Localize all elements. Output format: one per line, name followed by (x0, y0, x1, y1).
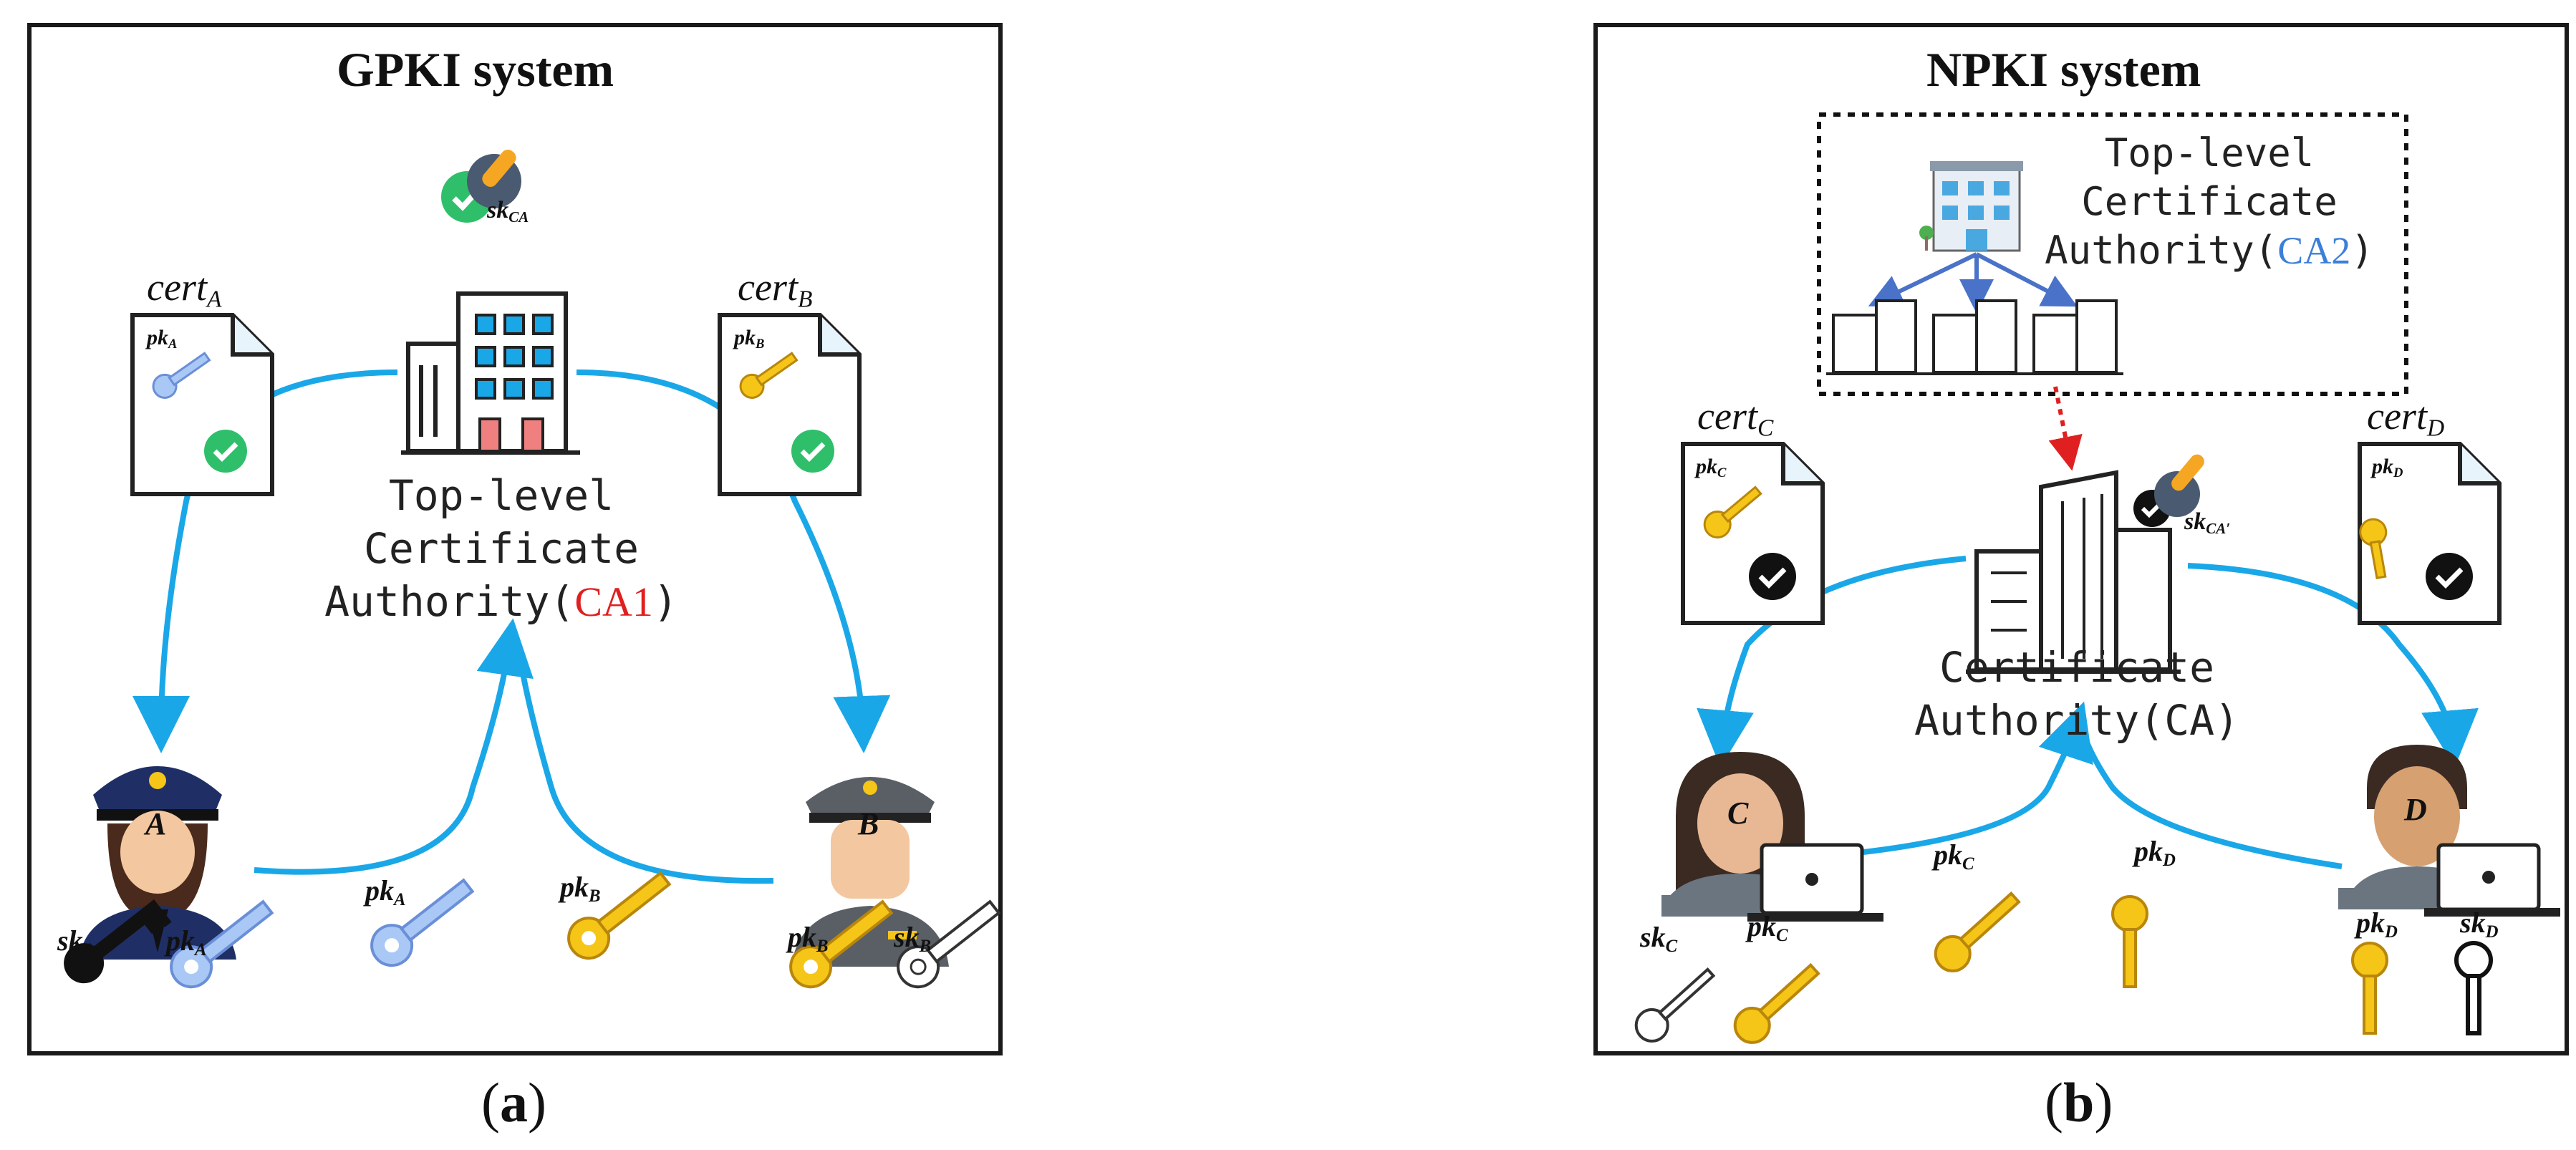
caption-b: (b) (2045, 1071, 2113, 1134)
arrow-ca1-to-user-b (576, 369, 891, 753)
ca1-label: Top-level Certificate Authority(CA1) (324, 471, 678, 626)
pk-a-sent-label: pkA (365, 874, 406, 909)
pk-d-doc-label: pkD (2372, 455, 2403, 481)
arrow-ca-to-user-d (2187, 563, 2479, 768)
ca1-name: CA1 (574, 579, 653, 625)
person-laptop-icon (1661, 752, 1883, 922)
pk-b-own-label: pkB (788, 921, 829, 956)
user-b-letter: B (858, 806, 879, 841)
ca2-name: CA2 (2277, 229, 2351, 272)
pk-c-doc-label: pkC (1696, 455, 1727, 481)
pk-c-sent-label: pkC (1934, 839, 1974, 874)
pk-d-own-label: pkD (2356, 907, 2398, 942)
key-icon (1634, 891, 2493, 1044)
pk-a-own-label: pkA (166, 924, 207, 960)
cert-a-label: certA (147, 266, 222, 313)
ca2-label: Top-level Certificate Authority(CA2) (2045, 130, 2374, 273)
cert-b-label: certB (738, 266, 813, 313)
arrow-ca2-to-ca (2048, 386, 2083, 471)
hotel-building-icon (1919, 161, 2023, 252)
person-laptop-icon (2338, 745, 2560, 917)
office-tower-icon (1966, 470, 2181, 674)
caption-a: (a) (481, 1071, 546, 1134)
arrow-ca-to-user-c (1697, 556, 1967, 768)
user-c-letter: C (1727, 796, 1749, 831)
certificate-document-icon (2358, 442, 2502, 625)
panel-b-title: NPKI system (1926, 42, 2201, 97)
user-a-letter: A (145, 806, 167, 841)
sk-a-label: skA (57, 924, 95, 960)
cert-d-label: certD (2367, 395, 2445, 442)
sk-ca-label: skCA (487, 197, 529, 226)
sk-ca-prime-label: skCA′ (2184, 508, 2231, 537)
pk-c-own-label: pkC (1747, 910, 1788, 945)
arrow-user-c-pk-to-ca (1829, 701, 2093, 859)
top-level-ca-box (1817, 112, 2408, 396)
panel-a-title: GPKI system (337, 42, 614, 97)
sk-b-label: skB (894, 921, 932, 956)
cert-c-label: certC (1697, 395, 1774, 442)
pk-b-doc-label: pkB (734, 326, 765, 352)
user-d-letter: D (2404, 792, 2427, 827)
sk-d-label: skD (2460, 907, 2499, 942)
arrow-user-a-pk-to-ca1 (254, 618, 534, 875)
arrow-user-b-pk-to-ca1 (514, 640, 774, 884)
sk-c-label: skC (1640, 921, 1678, 956)
arrow-user-d-pk-to-ca (2078, 723, 2343, 869)
certificate-document-icon (1681, 442, 1825, 625)
pk-b-sent-label: pkB (560, 871, 601, 906)
pk-a-doc-label: pkA (147, 326, 178, 352)
office-tower-icon (1826, 299, 2123, 375)
stamp-icon (2133, 454, 2204, 527)
ca-label: Certificate Authority(CA) (1914, 643, 2239, 745)
pk-d-sent-label: pkD (2134, 835, 2176, 870)
